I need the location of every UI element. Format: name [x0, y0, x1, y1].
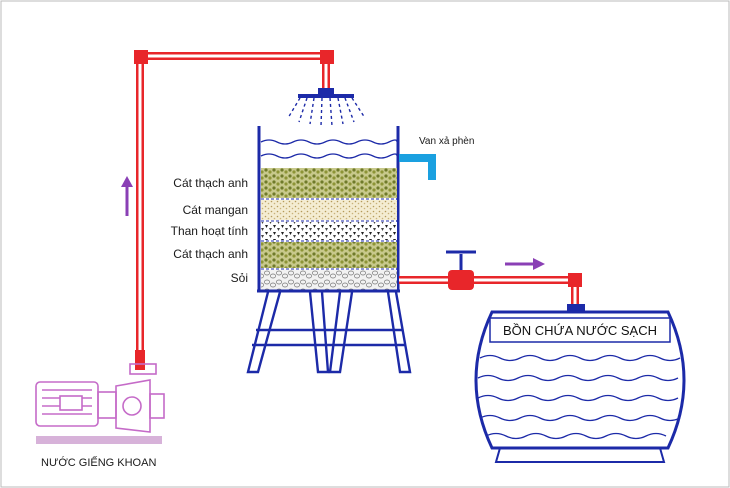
drain-valve [399, 154, 436, 180]
layer-label: Sỏi [231, 271, 248, 285]
pump [35, 363, 165, 444]
clean-tank-label: BỒN CHỨA NƯỚC SẠCH [503, 323, 657, 338]
tank-water-waves [477, 354, 681, 440]
sprayer-head [287, 88, 366, 127]
outlet-pipe [399, 273, 582, 305]
layer-gravel [261, 270, 397, 290]
layer-quartz-sand-top [261, 168, 397, 198]
filter-tank [257, 126, 400, 293]
drain-valve-label: Van xả phèn [419, 136, 474, 147]
clean-water-tank [474, 304, 686, 463]
arrow-right-icon [505, 258, 545, 270]
layer-label: Cát thạch anh [173, 176, 248, 190]
layer-activated-carbon [261, 222, 397, 240]
tank-label-box [489, 317, 671, 343]
filter-water-waves [260, 139, 398, 159]
layer-label: Cát mangan [183, 203, 248, 217]
inlet-pipe [134, 50, 334, 370]
layer-label: Cát thạch anh [173, 247, 248, 261]
well-water-label: NƯỚC GIẾNG KHOAN [41, 456, 156, 469]
outlet-valve [446, 250, 476, 290]
layer-manganese-sand [261, 200, 397, 220]
layer-labels: Cát thạch anh Cát mangan Than hoạt tính … [171, 176, 248, 285]
layer-label: Than hoạt tính [171, 224, 248, 238]
arrow-up-icon [121, 176, 133, 216]
layer-quartz-sand-bottom [261, 242, 397, 268]
filter-stand [246, 291, 412, 374]
